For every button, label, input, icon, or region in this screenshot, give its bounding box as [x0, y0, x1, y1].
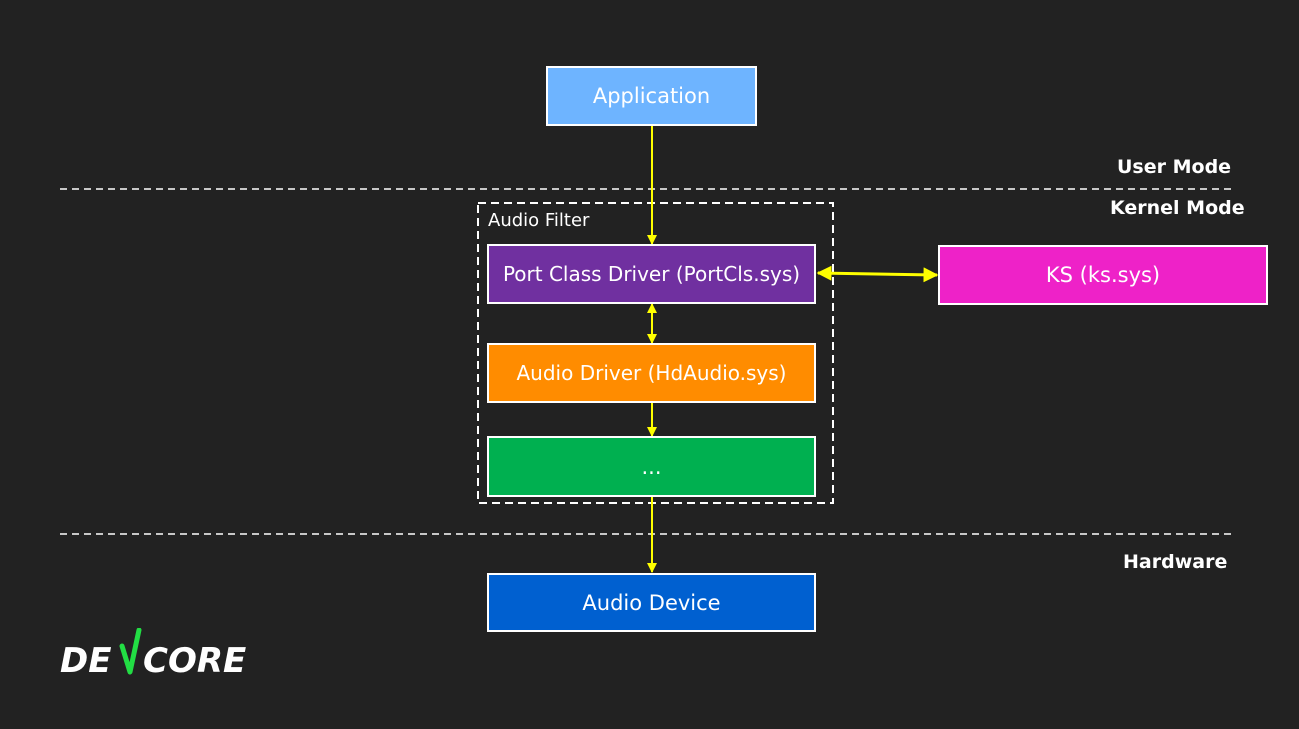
zone-label-kernel-mode: Kernel Mode	[1110, 197, 1245, 219]
unnamed-driver-node: ...	[487, 436, 816, 497]
portcls-node: Port Class Driver (PortCls.sys)	[487, 244, 816, 304]
logo-check-mark-icon	[119, 628, 142, 675]
audio-device-node: Audio Device	[487, 573, 816, 632]
zone-label-user-mode: User Mode	[1117, 156, 1232, 178]
devcore-logo: DE CORE	[60, 628, 246, 676]
logo-text-right: CORE	[143, 641, 246, 676]
arrow-portcls-ks	[816, 265, 939, 283]
ks-node: KS (ks.sys)	[938, 245, 1268, 305]
application-node: Application	[546, 66, 757, 126]
logo-text-left: DE	[60, 641, 111, 676]
audio-driver-node: Audio Driver (HdAudio.sys)	[487, 343, 816, 403]
zone-label-hardware: Hardware	[1123, 551, 1228, 573]
audio-filter-label: Audio Filter	[488, 210, 590, 231]
audio-filter-boundary	[477, 202, 834, 504]
